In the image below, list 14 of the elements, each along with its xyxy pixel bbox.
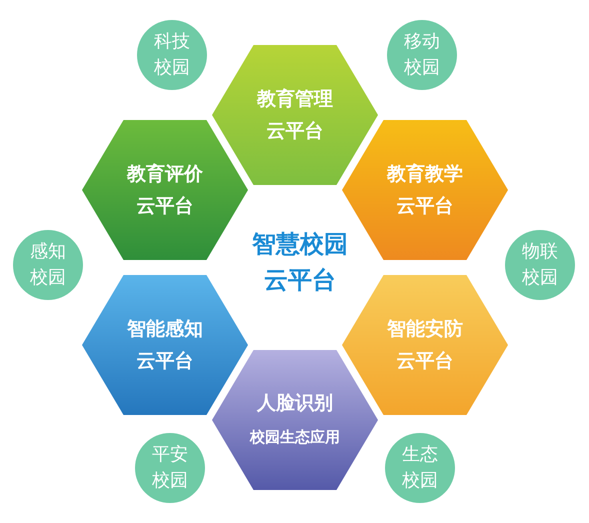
- hexagon-label: 教育评价云平台: [126, 162, 204, 219]
- hexagon-label: 教育教学云平台: [386, 162, 464, 219]
- badge-label: 生态校园: [400, 443, 439, 493]
- hexagon-label: 智能感知云平台: [126, 317, 204, 374]
- hexagon-label: 校园生态应用: [248, 427, 341, 448]
- badge-label: 移动校园: [402, 30, 441, 80]
- hexagon-label: 教育管理云平台: [256, 87, 334, 144]
- badge-label: 平安校园: [150, 443, 189, 493]
- badge-label: 物联校园: [520, 240, 559, 290]
- badge-label: 科技校园: [152, 30, 191, 80]
- badge-label: 感知校园: [28, 240, 67, 290]
- hexagon-label: 智能安防云平台: [386, 317, 464, 374]
- hexagon-label: 人脸识别: [256, 391, 334, 416]
- center-title: 智慧校园云平台: [250, 229, 349, 296]
